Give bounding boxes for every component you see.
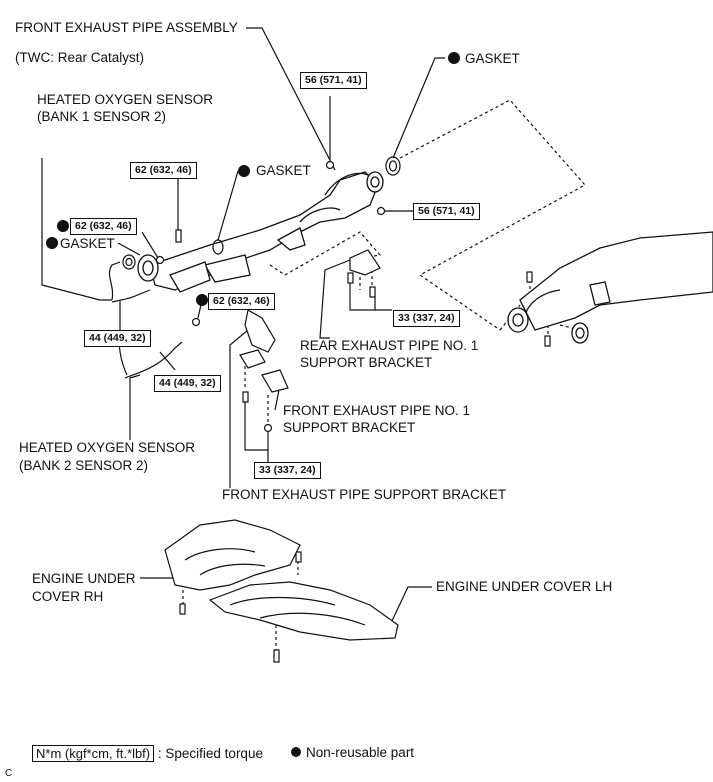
torque-44-right: 44 (449, 32) [154,375,221,392]
torque-56-top: 56 (571, 41) [300,72,367,89]
label-front-exhaust-pipe-support-bracket: FRONT EXHAUST PIPE SUPPORT BRACKET [222,487,507,502]
legend-nonreusable-desc: Non-reusable part [306,745,415,760]
label-gasket-middle: GASKET [256,163,311,178]
label-front-exhaust-pipe-assembly: FRONT EXHAUST PIPE ASSEMBLY [15,20,238,35]
rear-exhaust-pipe [507,231,713,344]
label-front-pipe-no1-line1: FRONT EXHAUST PIPE NO. 1 [283,403,471,418]
label-rear-exhaust-bracket-line2: SUPPORT BRACKET [300,355,433,370]
label-rear-exhaust-bracket-line1: REAR EXHAUST PIPE NO. 1 [300,338,479,353]
label-front-pipe-no1-line2: SUPPORT BRACKET [283,420,416,435]
label-engine-under-cover-rh-line2: COVER RH [32,589,104,604]
label-o2-sensor-bank2-line1: HEATED OXYGEN SENSOR [19,440,196,455]
legend-torque-desc: : Specified torque [157,746,263,761]
torque-56-right: 56 (571, 41) [413,203,480,220]
corner-mark: C [5,768,13,779]
legend-torque: N*m (kgf*cm, ft.*lbf) : Specified torque [32,745,263,763]
label-gasket-left: GASKET [60,236,115,251]
torque-44-left: 44 (449, 32) [84,330,151,347]
torque-33-right: 33 (337, 24) [393,310,460,327]
fasteners [155,160,551,663]
torque-62-upper: 62 (632, 46) [130,162,197,179]
torque-62-lower: 62 (632, 46) [208,293,275,310]
label-engine-under-cover-rh-line1: ENGINE UNDER [32,571,136,586]
support-brackets [239,249,381,393]
torque-33-lower: 33 (337, 24) [254,462,321,479]
torque-62-left: 62 (632, 46) [70,218,137,235]
label-o2-sensor-bank1-line1: HEATED OXYGEN SENSOR [37,92,214,107]
label-gasket-top-right: GASKET [465,51,520,66]
front-exhaust-pipe-assembly [137,171,384,293]
nonreusable-markers [46,52,460,757]
gasket-rings [122,156,401,270]
label-twc-rear-catalyst: (TWC: Rear Catalyst) [15,50,145,65]
legend-torque-unit: N*m (kgf*cm, ft.*lbf) [32,745,155,762]
label-engine-under-cover-lh: ENGINE UNDER COVER LH [436,579,613,594]
label-o2-sensor-bank1-line2: (BANK 1 SENSOR 2) [37,109,167,124]
engine-under-covers [164,519,399,641]
label-o2-sensor-bank2-line2: (BANK 2 SENSOR 2) [19,458,149,473]
leader-lines [41,27,445,626]
